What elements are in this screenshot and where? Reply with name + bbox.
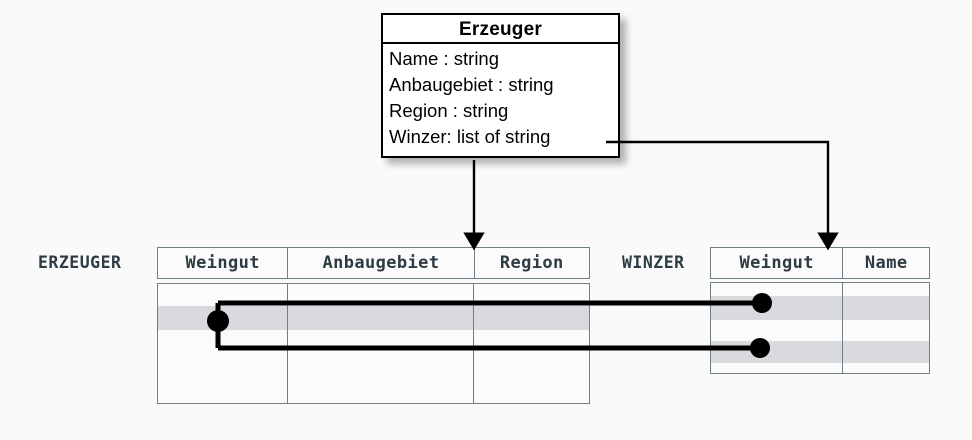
table-cell [158,362,287,403]
column-header-weingut: Weingut [185,253,260,273]
table-cell [842,320,929,341]
table-label-winzer: WINZER [622,253,685,272]
table-cell [473,284,589,306]
uml-attribute-winzer: Winzer: list of string [389,126,551,147]
table-label-erzeuger: ERZEUGER [38,253,122,272]
table-cell [473,330,589,362]
table-header-erzeuger: Weingut Anbaugebiet Region [157,247,590,279]
table-cell [711,341,842,363]
table-row [711,363,929,373]
column-header-anbaugebiet: Anbaugebiet [287,248,473,278]
table-cell [842,296,929,320]
table-cell [287,306,473,330]
table-body-winzer [710,282,930,374]
table-row [158,362,589,403]
table-row [711,296,929,320]
uml-attribute-list: Name : string Anbaugebiet : string Regio… [383,44,618,150]
table-cell [711,363,842,373]
table-cell [711,296,842,320]
table-cell [158,284,287,306]
table-cell [711,283,842,296]
table-row [711,341,929,363]
table-header-winzer: Weingut Name [710,247,930,279]
table-cell [842,363,929,373]
table-cell [842,341,929,363]
table-cell [158,330,287,362]
arrow-winzer-mapping [606,140,839,251]
column-header-weingut: Weingut [739,253,814,273]
column-header-region: Region [473,248,589,278]
table-cell [287,330,473,362]
uml-class-title: Erzeuger [383,15,618,44]
uml-class-box-erzeuger: Erzeuger Name : string Anbaugebiet : str… [381,13,620,158]
table-row [158,330,589,362]
uml-attribute-name: Name : string [389,48,500,69]
table-cell [842,283,929,296]
table-row [711,320,929,341]
table-cell [158,306,287,330]
column-header-name: Name [842,248,929,278]
table-row [711,283,929,296]
table-cell [473,306,589,330]
table-body-erzeuger [157,283,590,404]
table-cell [287,284,473,306]
uml-attribute-anbaugebiet: Anbaugebiet : string [389,74,554,95]
uml-attribute-region: Region : string [389,100,509,121]
table-cell [711,320,842,341]
table-row [158,284,589,306]
table-row [158,306,589,330]
table-cell [287,362,473,403]
table-cell [473,362,589,403]
